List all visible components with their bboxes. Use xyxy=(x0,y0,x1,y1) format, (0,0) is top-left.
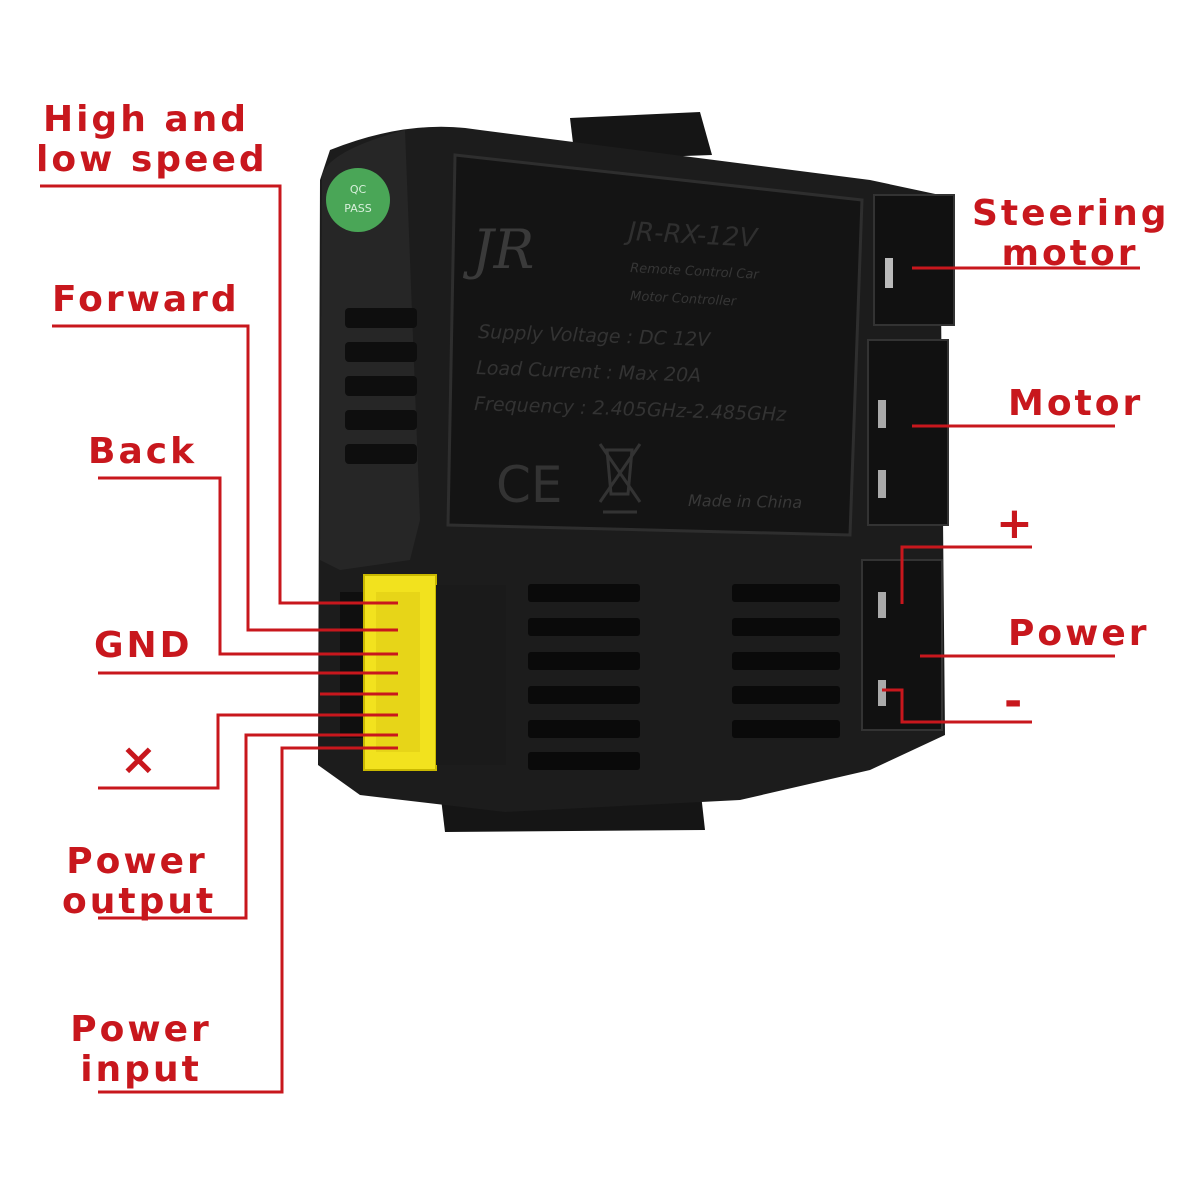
label-forward: Forward xyxy=(52,279,240,320)
side-vent xyxy=(345,308,417,328)
made-in-label: Made in China xyxy=(688,491,802,512)
leader-power-output xyxy=(98,733,398,920)
leader-high-low-speed xyxy=(40,184,398,605)
leader-plus xyxy=(900,545,1032,604)
label-back: Back xyxy=(88,431,198,472)
side-vent xyxy=(345,342,417,362)
side-vents xyxy=(345,308,417,464)
label-unused-pin: × xyxy=(120,734,160,785)
label-plus: + xyxy=(996,498,1036,549)
side-vent xyxy=(345,376,417,396)
label-power-output-line2: output xyxy=(62,881,217,922)
side-vent xyxy=(345,410,417,430)
label-high-low-speed-line1: High and xyxy=(42,99,250,140)
description-line2: Motor Controller xyxy=(630,289,738,310)
label-power-input: Power input xyxy=(68,1010,214,1090)
leader-power-input xyxy=(98,746,398,1094)
leader-forward xyxy=(52,324,398,632)
model-name: JR-RX-12V xyxy=(623,217,760,254)
leader-unused xyxy=(98,713,398,790)
label-power-output-line1: Power xyxy=(66,841,208,882)
label-minus: - xyxy=(1004,676,1026,727)
label-motor: Motor xyxy=(1008,383,1144,424)
weee-bin-icon xyxy=(598,443,642,514)
label-high-low-speed-line2: low speed xyxy=(36,139,268,180)
label-steering-motor-line1: Steering xyxy=(972,193,1170,234)
label-power-input-line2: input xyxy=(80,1049,202,1090)
label-power-output: Power output xyxy=(62,841,217,922)
leader-minus xyxy=(882,688,1032,724)
label-steering-motor-line2: motor xyxy=(1001,233,1139,274)
front-vents xyxy=(528,584,840,770)
label-steering-motor: Steering motor xyxy=(972,194,1168,274)
label-power: Power xyxy=(1008,613,1150,654)
qc-sticker-line1: QC xyxy=(350,183,367,196)
label-power-input-line1: Power xyxy=(70,1009,212,1050)
label-high-low-speed: High and low speed xyxy=(36,99,268,180)
label-gnd: GND xyxy=(94,625,193,666)
leader-lines xyxy=(40,184,1140,1094)
ce-mark: CE xyxy=(496,456,563,514)
label-panel xyxy=(446,153,864,537)
qc-pass-sticker xyxy=(326,168,390,232)
description-line1: Remote Control Car xyxy=(630,261,761,283)
right-connectors xyxy=(861,194,955,731)
brand-logo: JR xyxy=(462,218,534,281)
qc-sticker-line2: PASS xyxy=(344,202,371,215)
leader-back xyxy=(98,476,398,656)
side-vent xyxy=(345,444,417,464)
